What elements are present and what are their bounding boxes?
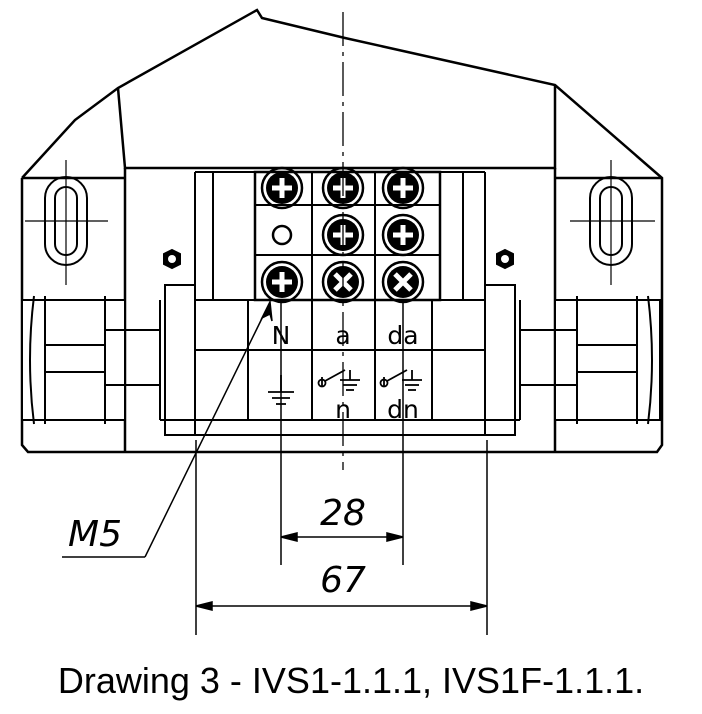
hex-nut-icon [496,248,514,270]
plus-screw-icon [381,166,425,210]
dimension-67 [195,601,488,611]
dimension-28 [280,532,404,542]
cable-gland-icon [21,295,161,425]
hex-nut-icon [163,248,181,270]
label-strip [311,300,376,420]
switch-ground-icon [379,369,422,391]
extension-lines [195,300,488,635]
plus-screw-icon [260,166,304,210]
mounting-slot-right [570,160,655,285]
m5-leader [62,299,273,558]
dimension-outer-label: 67 [320,560,366,601]
terminal-label-n: n [335,395,351,424]
switch-ground-icon [317,369,360,391]
plus-screw-icon [381,213,425,257]
plus-screw-icon [260,260,304,304]
cable-gland-icon [519,295,661,425]
mounting-slot-left [25,160,108,285]
cross-screw-icon [381,260,425,304]
thread-callout: M5 [68,514,122,555]
ring-terminal-icon [271,224,293,246]
figure-caption: Drawing 3 - IVS1-1.1.1, IVS1F-1.1.1. [57,660,645,701]
dimension-inner-label: 28 [320,493,366,534]
